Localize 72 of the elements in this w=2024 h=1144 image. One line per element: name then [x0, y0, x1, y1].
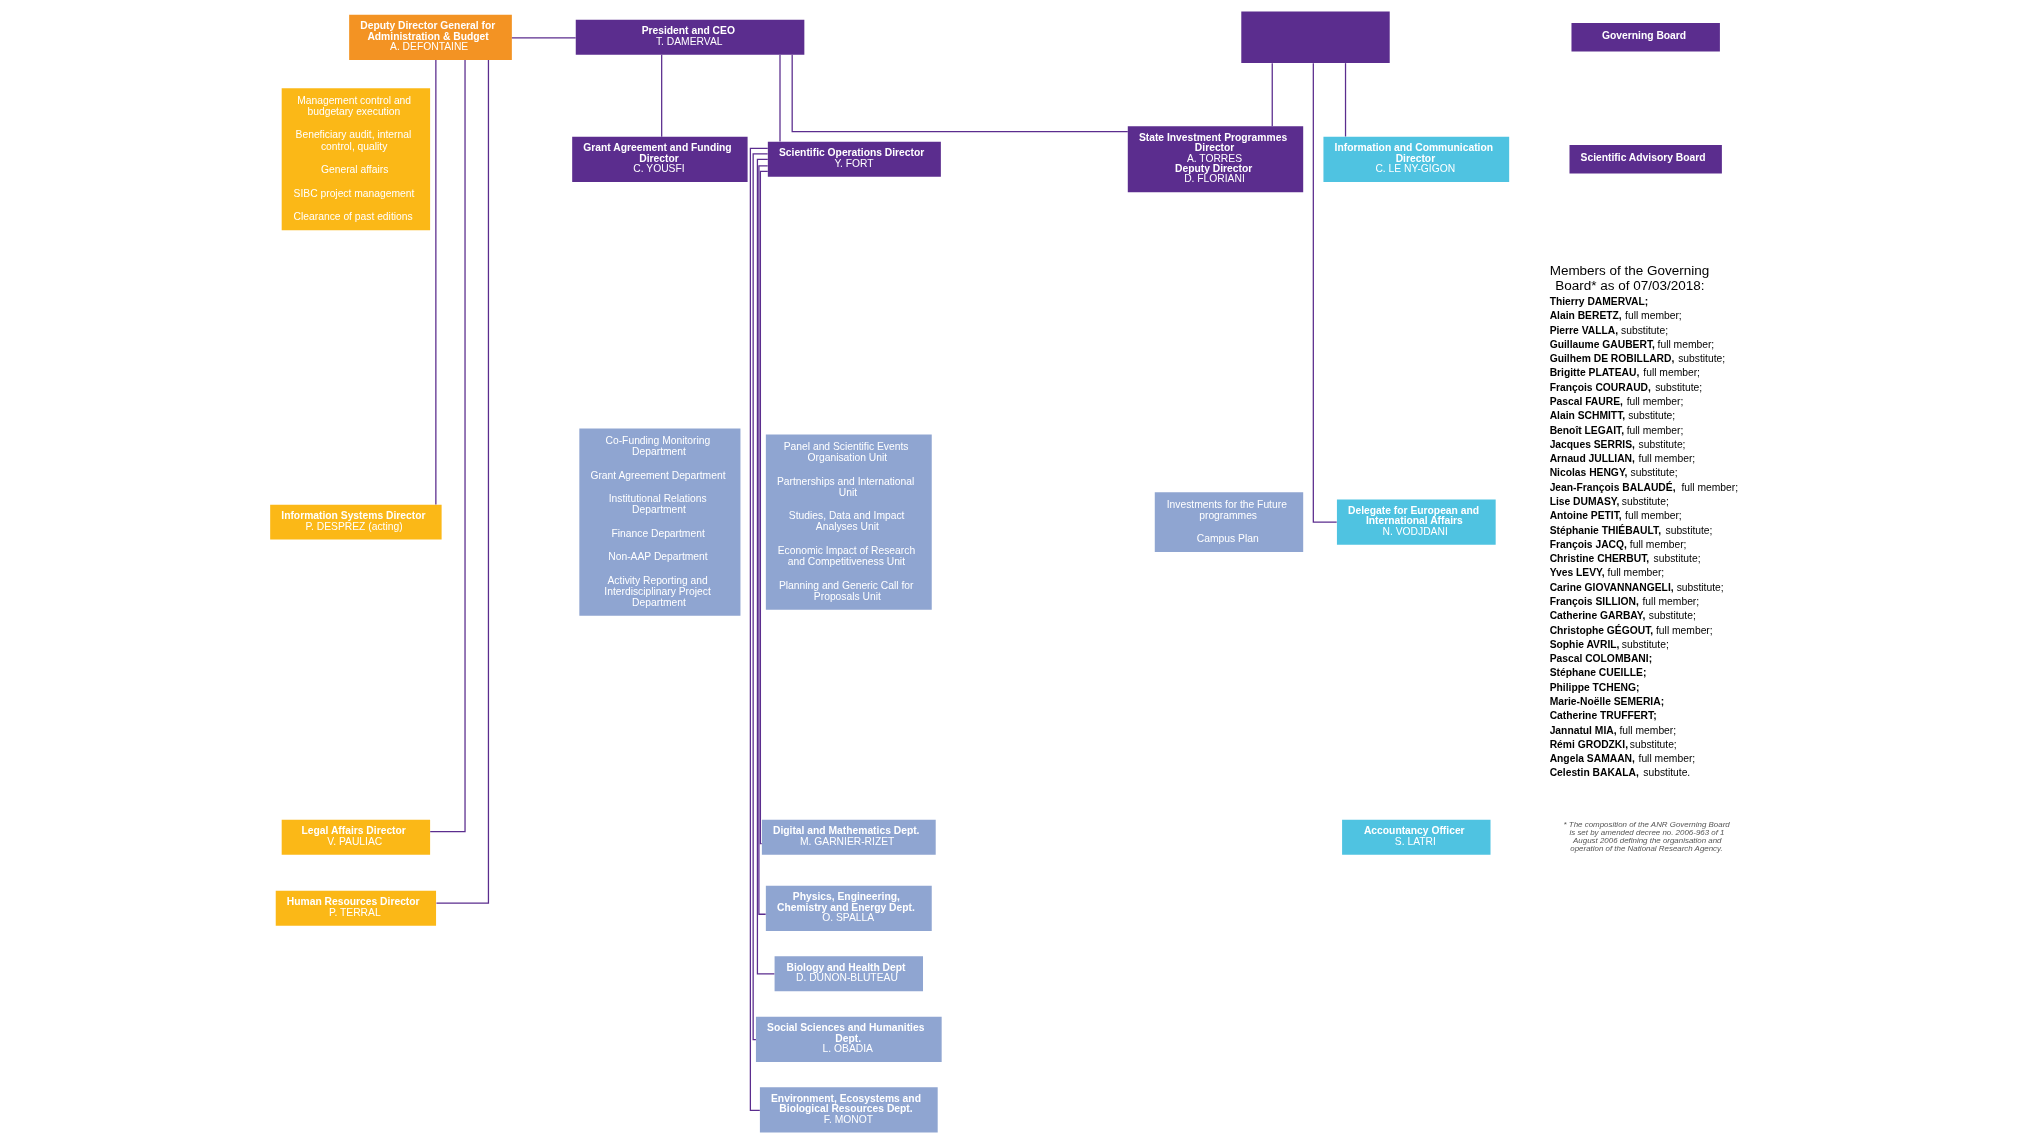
node-box: Social Sciences and Humanities Dept. L. OBADIA: [755, 1016, 942, 1062]
connector: [510, 37, 576, 39]
node-box: Information Systems Director P. DESPREZ (acting): [269, 504, 442, 540]
connector: [429, 59, 466, 833]
node-box: Scientific Operations Director Y. FORT: [767, 141, 941, 177]
label: Nicolas HENGY, substitute;: [1549, 467, 1678, 479]
label: Jacques SERRIS, substitute;: [1549, 438, 1685, 450]
label: Alain BERETZ, full member;: [1549, 310, 1682, 322]
label: Pascal COLOMBANI;: [1549, 653, 1652, 665]
node-box: Management control and budgetary execution Beneficiary audit, internal control, quality General affairs SIBC project management Clearance of past editions: [281, 88, 430, 231]
label: Benoît LEGAIT, full member;: [1549, 424, 1683, 436]
label: Guillaume GAUBERT, full member;: [1549, 338, 1714, 350]
node-box: Deputy Director General for Administration & Budget A. DEFONTAINE: [348, 14, 512, 60]
node-box: Panel and Scientific Events Organisation Unit Partnerships and International Unit Studies, Data and Impact Analyses Unit Economic Impact of Research and Competitiveness Unit Planning and Generic Call for Proposals Unit: [765, 434, 932, 610]
label: Guilhem DE ROBILLARD, substitute;: [1549, 353, 1725, 365]
label: Brigitte PLATEAU, full member;: [1549, 367, 1700, 379]
connector: [435, 59, 489, 904]
label: Pascal FAURE, full member;: [1549, 396, 1683, 407]
label: Stéphanie THIÉBAULT, substitute;: [1549, 524, 1712, 536]
label: Catherine GARBAY, substitute;: [1549, 610, 1696, 622]
label: Carine GIOVANNANGELI, substitute;: [1549, 581, 1724, 593]
label: Christophe GÉGOUT, full member;: [1549, 624, 1713, 636]
label: Pierre VALLA, substitute;: [1549, 324, 1668, 336]
label: Lise DUMASY, substitute;: [1549, 496, 1669, 508]
node-box: Information and Communication Director C. LE NY-GIGON: [1322, 136, 1509, 182]
node-box: Digital and Mathematics Dept. M. GARNIER-RIZET: [761, 819, 936, 855]
label: Yves LEVY, full member;: [1549, 567, 1664, 579]
connector: [759, 170, 768, 845]
label: Sophie AVRIL, substitute;: [1549, 638, 1669, 650]
label: Thierry DAMERVAL;: [1549, 295, 1648, 307]
label: * The composition of the ANR Governing Board is set by amended decree no. 2006-963 of 1 August 2006 defining the organisation and operation of the National Research Agency.: [1563, 819, 1730, 853]
label: Jean-François BALAUDÉ, full member;: [1549, 481, 1738, 493]
node-box: Human Resources Director P. TERRAL: [275, 890, 436, 926]
connector: [752, 153, 768, 1041]
connector: [1271, 62, 1273, 127]
label: Alain SCHMITT, substitute;: [1549, 410, 1675, 422]
node-box: Accountancy Officer S. LATRI: [1341, 819, 1490, 855]
label: Marie-Noëlle SEMERIA;: [1549, 696, 1664, 708]
node-box: Physics, Engineering, Chemistry and Energy Dept. O. SPALLA: [765, 885, 932, 931]
label: Arnaud JULLIAN, full member;: [1549, 453, 1695, 465]
connector: [660, 54, 662, 138]
label: François COURAUD, substitute;: [1549, 381, 1702, 393]
node-box: Grant Agreement and Funding Director C. YOUSFI: [571, 136, 748, 182]
label: Celestin BAKALA, substitute.: [1549, 767, 1690, 779]
connector: [1344, 62, 1346, 138]
node-box: State Investment Programmes Director A. TORRES Deputy Director D. FLORIANI: [1127, 126, 1303, 193]
label: Jannatul MIA, full member;: [1549, 724, 1676, 736]
label: Christine CHERBUT, substitute;: [1549, 553, 1701, 565]
label: Rémi GRODZKI, substitute;: [1549, 738, 1677, 750]
node-box: Investments for the Future programmes Campus Plan: [1154, 492, 1303, 552]
label: François JACQ, full member;: [1549, 538, 1686, 550]
label: François SILLION, full member;: [1549, 596, 1699, 608]
label: Antoine PETIT, full member;: [1549, 510, 1682, 522]
node-box: Governing Board: [1571, 23, 1720, 52]
connector: [778, 54, 781, 143]
connector: [756, 158, 775, 975]
label: Philippe TCHENG;: [1549, 681, 1639, 693]
label: Angela SAMAAN, full member;: [1549, 753, 1695, 765]
node-box: [1240, 11, 1390, 64]
node-box: President and CEO T. DAMERVAL: [575, 19, 804, 55]
node-box: Legal Affairs Director V. PAULIAC: [281, 819, 430, 855]
label: Catherine TRUFFERT;: [1549, 710, 1657, 722]
node-box: Co-Funding Monitoring Department Grant Agreement Department Institutional Relations Department Finance Department Non-AAP Department Activity Reporting and Interdisciplinary Project Department: [578, 428, 740, 616]
label: Members of the Governing Board* as of 07/03/2018:: [1549, 262, 1709, 294]
node-box: Environment, Ecosystems and Biological Resources Dept. F. MONOT: [759, 1087, 938, 1133]
label: Stéphane CUEILLE;: [1549, 667, 1646, 679]
connector: [791, 54, 1128, 133]
connector: [434, 59, 436, 506]
node-box: Scientific Advisory Board: [1569, 145, 1722, 174]
node-box: Delegate for European and International Affairs N. VODJDANI: [1336, 499, 1496, 545]
node-box: Biology and Health Dept D. DUNON-BLUTEAU: [774, 956, 923, 992]
connector: [757, 165, 768, 915]
